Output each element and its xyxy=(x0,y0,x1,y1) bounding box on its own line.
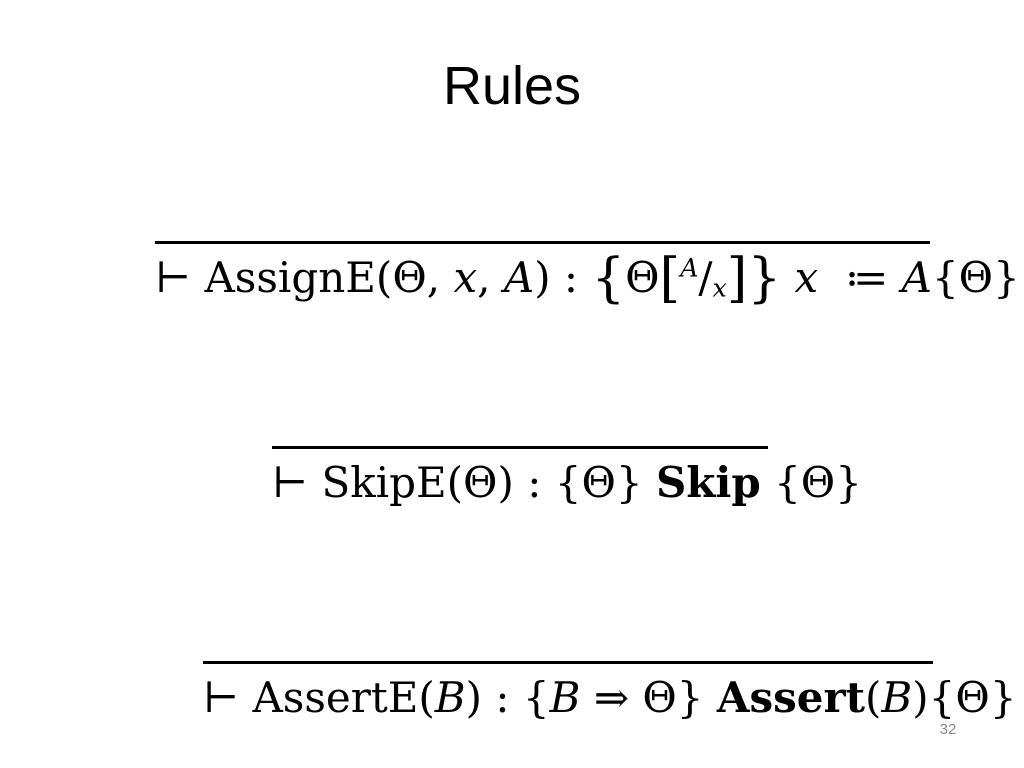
math-close-bracket: ] xyxy=(726,248,748,310)
math-text: {Θ} xyxy=(760,458,862,507)
math-text: ) : xyxy=(534,253,592,302)
rule-skip-overline xyxy=(272,446,768,449)
math-keyword-assert: Assert xyxy=(716,673,866,722)
rule-assert-overline xyxy=(203,661,933,664)
math-text: ⊢ AssignE(Θ, xyxy=(155,253,454,302)
rule-assert-formula: ⊢ AssertE(B) : {B ⇒ Θ} Assert(B){Θ} xyxy=(203,669,1017,728)
slide-title: Rules xyxy=(442,56,582,116)
rule-skip-formula: ⊢ SkipE(Θ) : {Θ} Skip {Θ} xyxy=(272,454,862,513)
math-open-bracket: [ xyxy=(659,248,681,310)
math-var-a: A xyxy=(901,253,932,302)
math-close-brace: } xyxy=(747,248,782,310)
math-text: ⊢ SkipE(Θ) : {Θ} xyxy=(272,458,656,507)
math-var-b: B xyxy=(549,673,581,722)
math-implies-text: ⇒ Θ} xyxy=(580,673,717,722)
math-keyword-skip: Skip xyxy=(655,458,761,507)
rule-assign-formula: ⊢ AssignE(Θ, x, A) : {Θ[A/x]} x ≔ A{Θ} xyxy=(155,248,1020,310)
math-text: ⊢ AssertE( xyxy=(203,673,435,722)
math-superscript-a: A xyxy=(680,253,699,283)
math-text: ) : { xyxy=(465,673,550,722)
inference-rule-skip: ⊢ SkipE(Θ) : {Θ} Skip {Θ} xyxy=(272,446,862,513)
slide-page-number: 32 xyxy=(939,721,957,738)
math-var-x: x xyxy=(453,253,478,302)
math-text xyxy=(781,253,794,302)
math-text: ){Θ} xyxy=(912,673,1017,722)
math-var-b: B xyxy=(881,673,913,722)
math-theta: Θ xyxy=(625,253,660,302)
math-var-b: B xyxy=(434,673,466,722)
math-open-brace: { xyxy=(591,248,626,310)
inference-rule-assign: ⊢ AssignE(Θ, x, A) : {Θ[A/x]} x ≔ A{Θ} xyxy=(155,241,1020,310)
math-text: ( xyxy=(865,673,882,722)
inference-rule-assert: ⊢ AssertE(B) : {B ⇒ Θ} Assert(B){Θ} xyxy=(203,661,1017,728)
rule-assign-overline xyxy=(155,241,930,244)
math-slash: / xyxy=(698,253,713,302)
math-var-a: A xyxy=(503,253,535,302)
math-text: , xyxy=(477,253,504,302)
math-assign-operator: ≔ xyxy=(818,253,902,302)
math-subscript-x: x xyxy=(712,273,727,303)
math-text: {Θ} xyxy=(931,253,1020,302)
math-var-x: x xyxy=(794,253,819,302)
